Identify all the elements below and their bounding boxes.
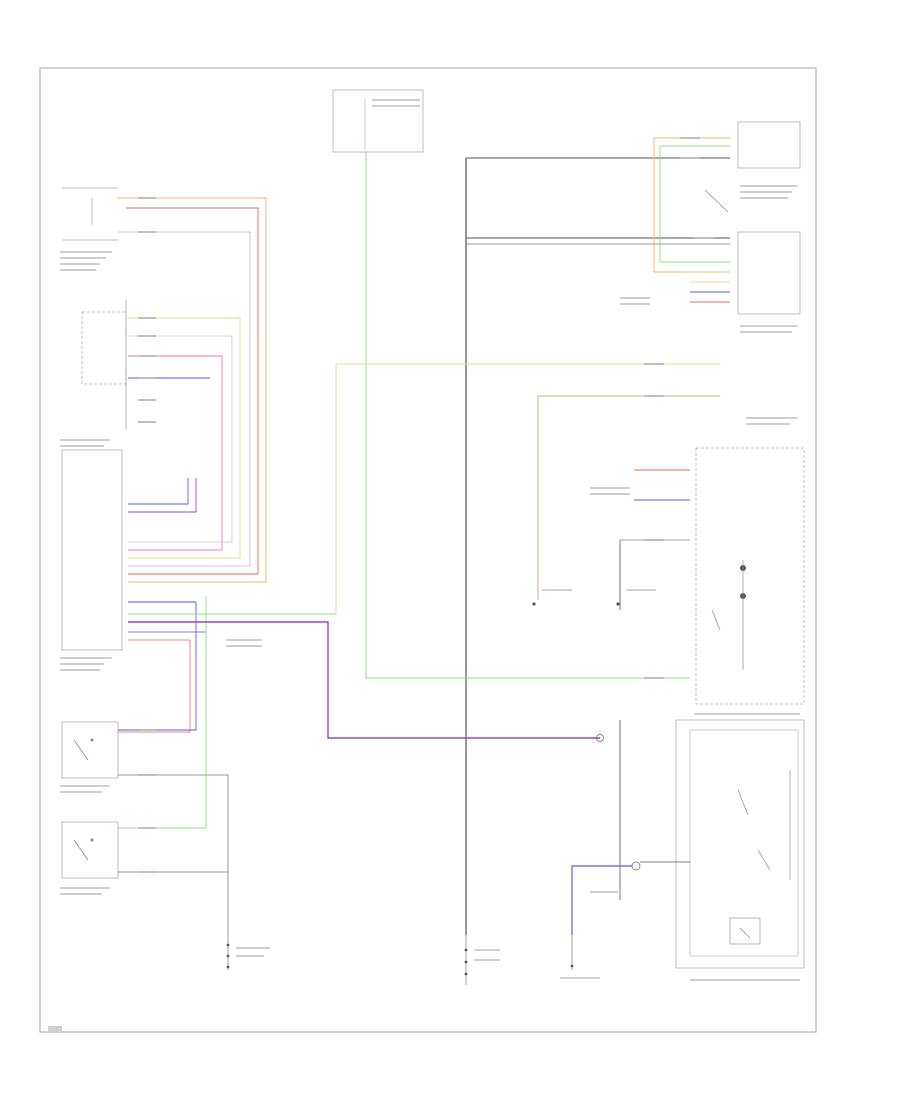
- label-placeholder-group: [60, 99, 800, 981]
- left-lower-switch-1: [61, 721, 119, 779]
- footer-mark: [48, 1026, 62, 1031]
- top-right-connector-box: [737, 121, 801, 169]
- control-module-box: [61, 449, 123, 651]
- wire-red-left-sensor: [126, 207, 259, 575]
- wire-purple-module-out: [128, 621, 600, 739]
- connector-purple-end: [596, 734, 604, 742]
- right-switch-assembly: [704, 189, 801, 315]
- left-switch-group: [81, 300, 127, 430]
- wire-yellow-mid: [335, 363, 720, 614]
- wire-orange-vertical-right: [653, 138, 730, 273]
- wire-gray-left-sensor: [118, 231, 251, 567]
- ground-symbol-left: [226, 935, 230, 970]
- left-sensor-box: [62, 187, 118, 241]
- bottom-right-switch-box: [675, 719, 805, 969]
- wire-gray-left-switch: [128, 335, 233, 543]
- top-relay-box: [332, 89, 424, 153]
- wire-tag-marks: [138, 137, 714, 873]
- wire-green-relay: [365, 152, 690, 679]
- left-lower-switch-2: [61, 821, 119, 879]
- wire-orange-left-sensor: [118, 197, 267, 583]
- wire-green-vertical-right: [659, 146, 730, 263]
- wire-blue-module-lower: [118, 601, 197, 731]
- wire-black-left-lower: [118, 774, 229, 935]
- wire-green-module-to-switch: [118, 596, 207, 829]
- wire-yellow-left-switch: [128, 317, 241, 559]
- ground-symbol-right: [570, 935, 574, 970]
- wire-blue-bottom-right: [571, 865, 632, 935]
- wire-tan-mid: [537, 395, 720, 600]
- diagram-border: [39, 67, 817, 1033]
- right-main-box: [695, 447, 805, 705]
- ground-symbol-center: [464, 935, 468, 985]
- wire-red-module-lower: [118, 639, 191, 733]
- wire-blue-module-upper: [128, 478, 189, 505]
- wire-pink-left-switch: [128, 355, 223, 551]
- ground-symbol-mid-left: [532, 602, 620, 606]
- connector-blue-end: [631, 861, 641, 871]
- wire-purple-module-upper: [128, 478, 197, 513]
